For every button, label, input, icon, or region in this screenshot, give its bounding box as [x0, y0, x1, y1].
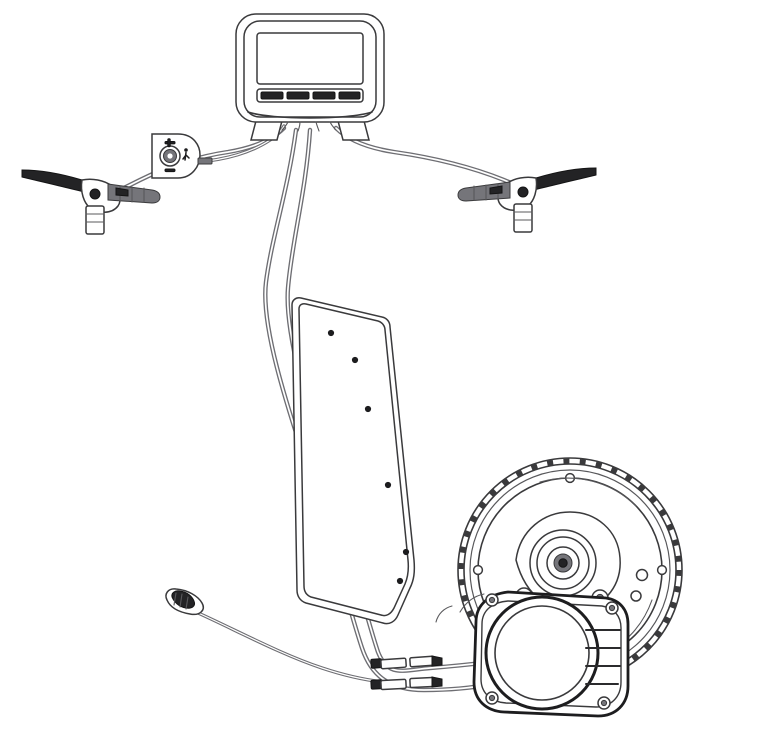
motor-unit[interactable]	[435, 568, 649, 718]
display-unit[interactable]	[235, 13, 385, 141]
battery-mount-point	[402, 548, 410, 556]
brake-lever-left[interactable]	[21, 169, 161, 235]
motor-cooling-fins	[585, 629, 621, 685]
brake-sensor-left	[115, 187, 129, 197]
chainring-bolt	[472, 564, 484, 576]
display-button-1[interactable]	[260, 91, 284, 100]
display-button-2[interactable]	[286, 91, 310, 100]
brake-clamp-left	[85, 205, 105, 235]
motor-mount-tab	[630, 590, 642, 602]
battery-inner-outline	[298, 303, 410, 617]
motor-bolt-core	[608, 604, 616, 612]
battery-mount-point	[384, 481, 392, 489]
display-button-3[interactable]	[312, 91, 336, 100]
motor-bolt-core	[488, 596, 496, 604]
battery-mount-point	[396, 577, 404, 585]
connector-pair-lower	[370, 676, 443, 691]
battery-mount-point	[327, 329, 335, 337]
brake-lever-right[interactable]	[457, 167, 597, 233]
minus-icon[interactable]	[164, 168, 176, 173]
speed-sensor-cable	[194, 610, 398, 685]
motor-bolt-core	[488, 694, 496, 702]
crank-spindle	[515, 511, 621, 612]
brake-sensor-right	[489, 185, 503, 195]
display-button-bar	[256, 88, 364, 103]
speed-sensor[interactable]	[165, 588, 204, 616]
motor-bolt-core	[600, 699, 608, 707]
spindle-bolt	[558, 558, 568, 568]
power-icon-inner	[167, 153, 173, 159]
connector-pair-upper	[370, 655, 443, 670]
control-pad-stem	[197, 157, 213, 165]
brake-clamp-right	[513, 203, 533, 233]
plus-icon[interactable]	[164, 138, 176, 148]
walk-assist-icon[interactable]	[182, 148, 190, 161]
brake-lever-right-pivot	[517, 186, 529, 198]
battery-mount-point	[351, 356, 359, 364]
display-button-4[interactable]	[338, 91, 361, 100]
display-screen[interactable]	[256, 32, 364, 85]
battery-pack[interactable]	[291, 297, 416, 625]
motor-crank-boss-inner	[494, 605, 590, 701]
inline-connectors-group	[370, 655, 443, 691]
brake-lever-left-pivot	[89, 188, 101, 200]
control-pad[interactable]	[151, 133, 213, 179]
motor-mount-tab	[635, 568, 649, 582]
sensor-connector-head	[171, 590, 195, 610]
battery-mount-point	[364, 405, 372, 413]
chainring-bolt	[656, 564, 668, 576]
